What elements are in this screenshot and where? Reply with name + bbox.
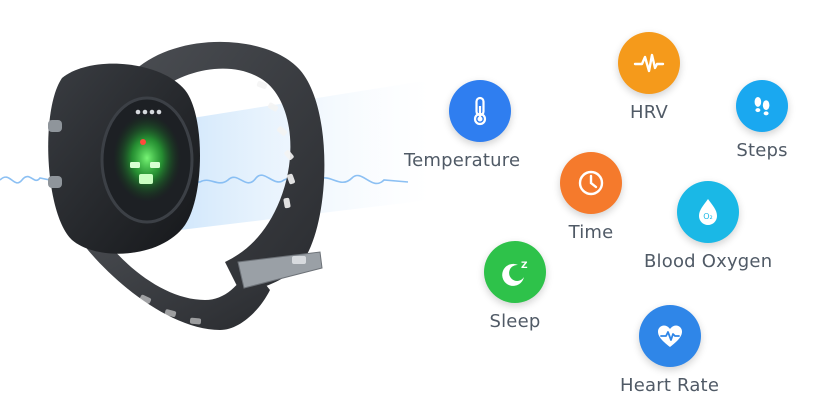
feature-hrv: HRV: [618, 32, 680, 123]
feature-steps: Steps: [736, 80, 788, 161]
time-badge: [560, 152, 622, 214]
side-button-bottom: [48, 176, 62, 188]
side-button-top: [48, 120, 62, 132]
feature-temperature: Temperature: [404, 80, 520, 171]
blood-oxygen-badge: O₂: [677, 181, 740, 243]
steps-badge: [736, 80, 788, 132]
clock-icon: [578, 170, 604, 196]
feature-blood-oxygen: O₂ Blood Oxygen: [644, 181, 772, 272]
watch-strap-back: [135, 41, 325, 293]
watch-strap-lower: [80, 225, 270, 330]
steps-label: Steps: [736, 140, 788, 161]
thermometer-icon: [474, 96, 487, 126]
hrv-wave-icon: [633, 53, 665, 73]
footprints-icon: [754, 96, 770, 116]
sleep-badge: Z: [484, 241, 546, 303]
feature-heart-rate: Heart Rate: [620, 305, 719, 396]
time-label: Time: [568, 222, 614, 243]
heart-rate-label: Heart Rate: [620, 375, 720, 396]
temperature-label: Temperature: [404, 150, 521, 171]
moon-z-icon: Z: [502, 261, 528, 286]
hrv-badge: [618, 32, 680, 94]
svg-text:Z: Z: [521, 261, 528, 271]
blood-oxygen-label: Blood Oxygen: [644, 251, 773, 272]
pulse-wave-line: [0, 174, 409, 185]
heart-rate-badge: [638, 305, 701, 367]
sleep-label: Sleep: [489, 311, 541, 332]
water-drop-o2-icon: O₂: [699, 199, 718, 225]
red-led: [140, 139, 146, 145]
heart-pulse-icon: [657, 325, 682, 347]
feature-sleep: Z Sleep: [484, 241, 546, 332]
hrv-label: HRV: [630, 102, 668, 123]
temperature-badge: [449, 80, 512, 142]
svg-text:O₂: O₂: [703, 212, 713, 221]
feature-time: Time: [560, 152, 622, 243]
